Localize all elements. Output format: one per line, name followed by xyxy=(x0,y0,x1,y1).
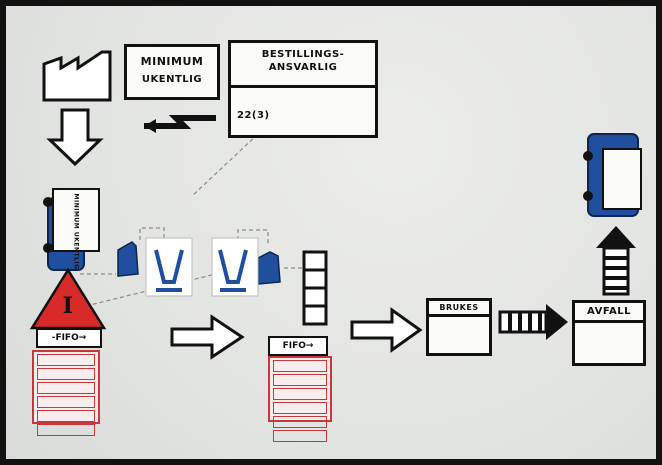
avfall-process-box: AVFALL xyxy=(572,300,646,366)
red-card-line xyxy=(37,354,95,366)
electronic-arrow-icon xyxy=(144,115,216,129)
factory-icon xyxy=(42,50,112,102)
red-card-line xyxy=(37,368,95,380)
value-stream-board: MINIMUM UKENTLIG BESTILLINGS- ANSVARLIG … xyxy=(6,6,656,459)
red-card-line xyxy=(37,396,95,408)
ordering-line-2: ANSVARLIG xyxy=(268,62,338,73)
dashed-line xyxy=(191,133,259,197)
red-card-line xyxy=(273,416,327,428)
dashed-line xyxy=(237,229,269,246)
wheel-icon xyxy=(583,151,593,161)
operator-icon xyxy=(145,237,193,297)
striped-up-arrow-icon xyxy=(596,226,636,296)
red-card-line xyxy=(273,430,327,442)
supermarket-icon xyxy=(302,250,328,326)
minimum-weekly-box: MINIMUM UKENTLIG xyxy=(124,44,220,100)
red-card-line xyxy=(37,382,95,394)
kanban-post-icon xyxy=(117,241,139,277)
red-card-line xyxy=(273,402,327,414)
down-arrow-icon xyxy=(46,108,104,167)
operator-icon xyxy=(211,237,259,297)
ordering-footer: 22(3) xyxy=(237,110,270,121)
ordering-responsible-box: BESTILLINGS- ANSVARLIG 22(3) xyxy=(228,40,378,138)
fifo-left-label: -FIFO→ xyxy=(36,328,102,348)
red-card-line xyxy=(273,388,327,400)
red-card-line xyxy=(37,410,95,422)
brukes-title: BRUKES xyxy=(429,301,489,317)
inventory-symbol: I xyxy=(62,293,74,319)
wheel-icon xyxy=(43,197,53,207)
red-card-line xyxy=(273,374,327,386)
wheel-icon xyxy=(583,191,593,201)
avfall-title: AVFALL xyxy=(575,303,643,323)
weekly-line: UKENTLIG xyxy=(141,74,203,85)
minimum-line: MINIMUM xyxy=(140,55,204,68)
red-card-left xyxy=(32,350,100,436)
wheel-icon xyxy=(43,243,53,253)
push-arrow-icon xyxy=(350,307,423,353)
truck-label: MINIMUM UKENTLIG xyxy=(72,193,80,270)
kanban-post-icon xyxy=(257,251,281,285)
destination-truck-box xyxy=(602,148,642,210)
dashed-line xyxy=(139,227,165,240)
red-card-line xyxy=(37,424,95,436)
red-card-line xyxy=(273,360,327,372)
brukes-process-box: BRUKES xyxy=(426,298,492,356)
truck-box: MINIMUM UKENTLIG xyxy=(52,188,100,270)
push-arrow-icon xyxy=(170,314,245,360)
red-card-right xyxy=(268,356,332,442)
ordering-divider xyxy=(231,85,375,88)
fifo-right-label: FIFO→ xyxy=(268,336,328,356)
ordering-line-1: BESTILLINGS- xyxy=(261,49,345,60)
striped-arrow-icon xyxy=(498,304,568,340)
